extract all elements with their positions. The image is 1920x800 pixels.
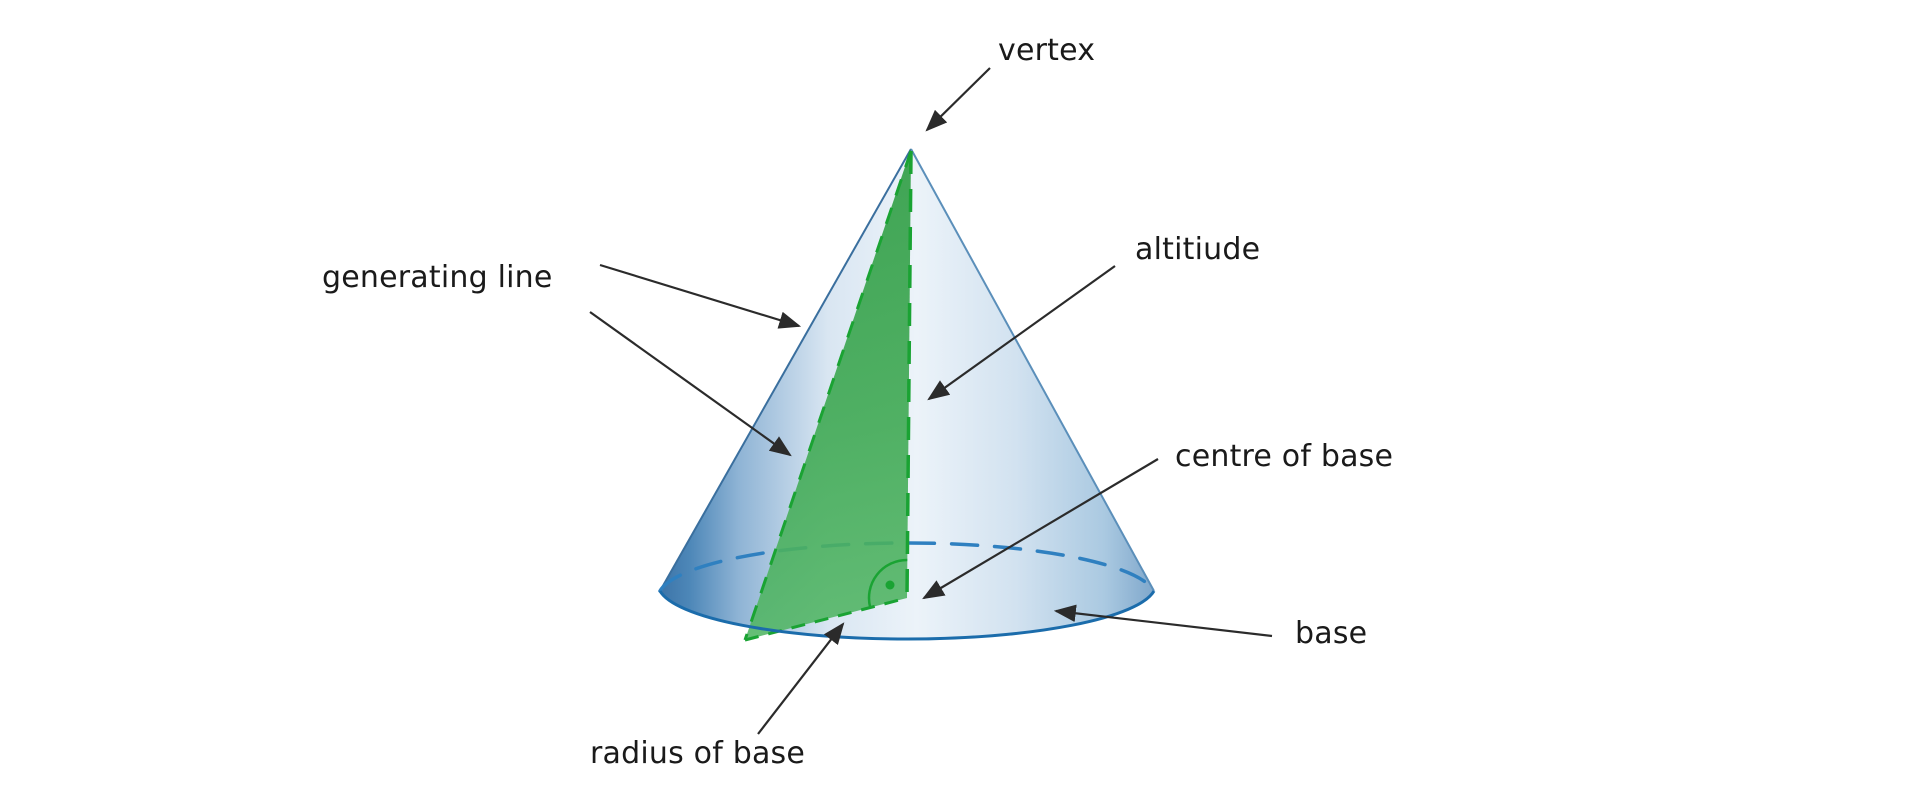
right-angle-arc xyxy=(867,558,908,608)
label-base: base xyxy=(1295,616,1368,651)
label-altitude: altitiude xyxy=(1135,232,1261,267)
annotation-arrows xyxy=(589,67,1273,735)
arrow-altitude xyxy=(927,265,1116,401)
base-front-edge xyxy=(658,590,1156,641)
label-centre-of-base: centre of base xyxy=(1175,439,1394,474)
right-angle-dot xyxy=(885,580,895,590)
label-vertex: vertex xyxy=(998,33,1096,68)
arrow-generating-line-lower xyxy=(589,311,792,457)
arrow-vertex xyxy=(925,67,991,132)
label-generating-line: generating line xyxy=(322,260,553,295)
arrow-centre-of-base xyxy=(922,458,1159,600)
label-radius-of-base: radius of base xyxy=(590,736,806,771)
right-generating-line xyxy=(910,148,1155,592)
arrow-generating-line-upper xyxy=(599,263,802,329)
arrow-base xyxy=(1053,604,1273,638)
radius-of-base-dashed xyxy=(744,596,908,642)
section-generating-edge-dashed xyxy=(743,150,913,641)
left-generating-line xyxy=(659,148,912,592)
arrow-radius-of-base xyxy=(757,622,845,735)
